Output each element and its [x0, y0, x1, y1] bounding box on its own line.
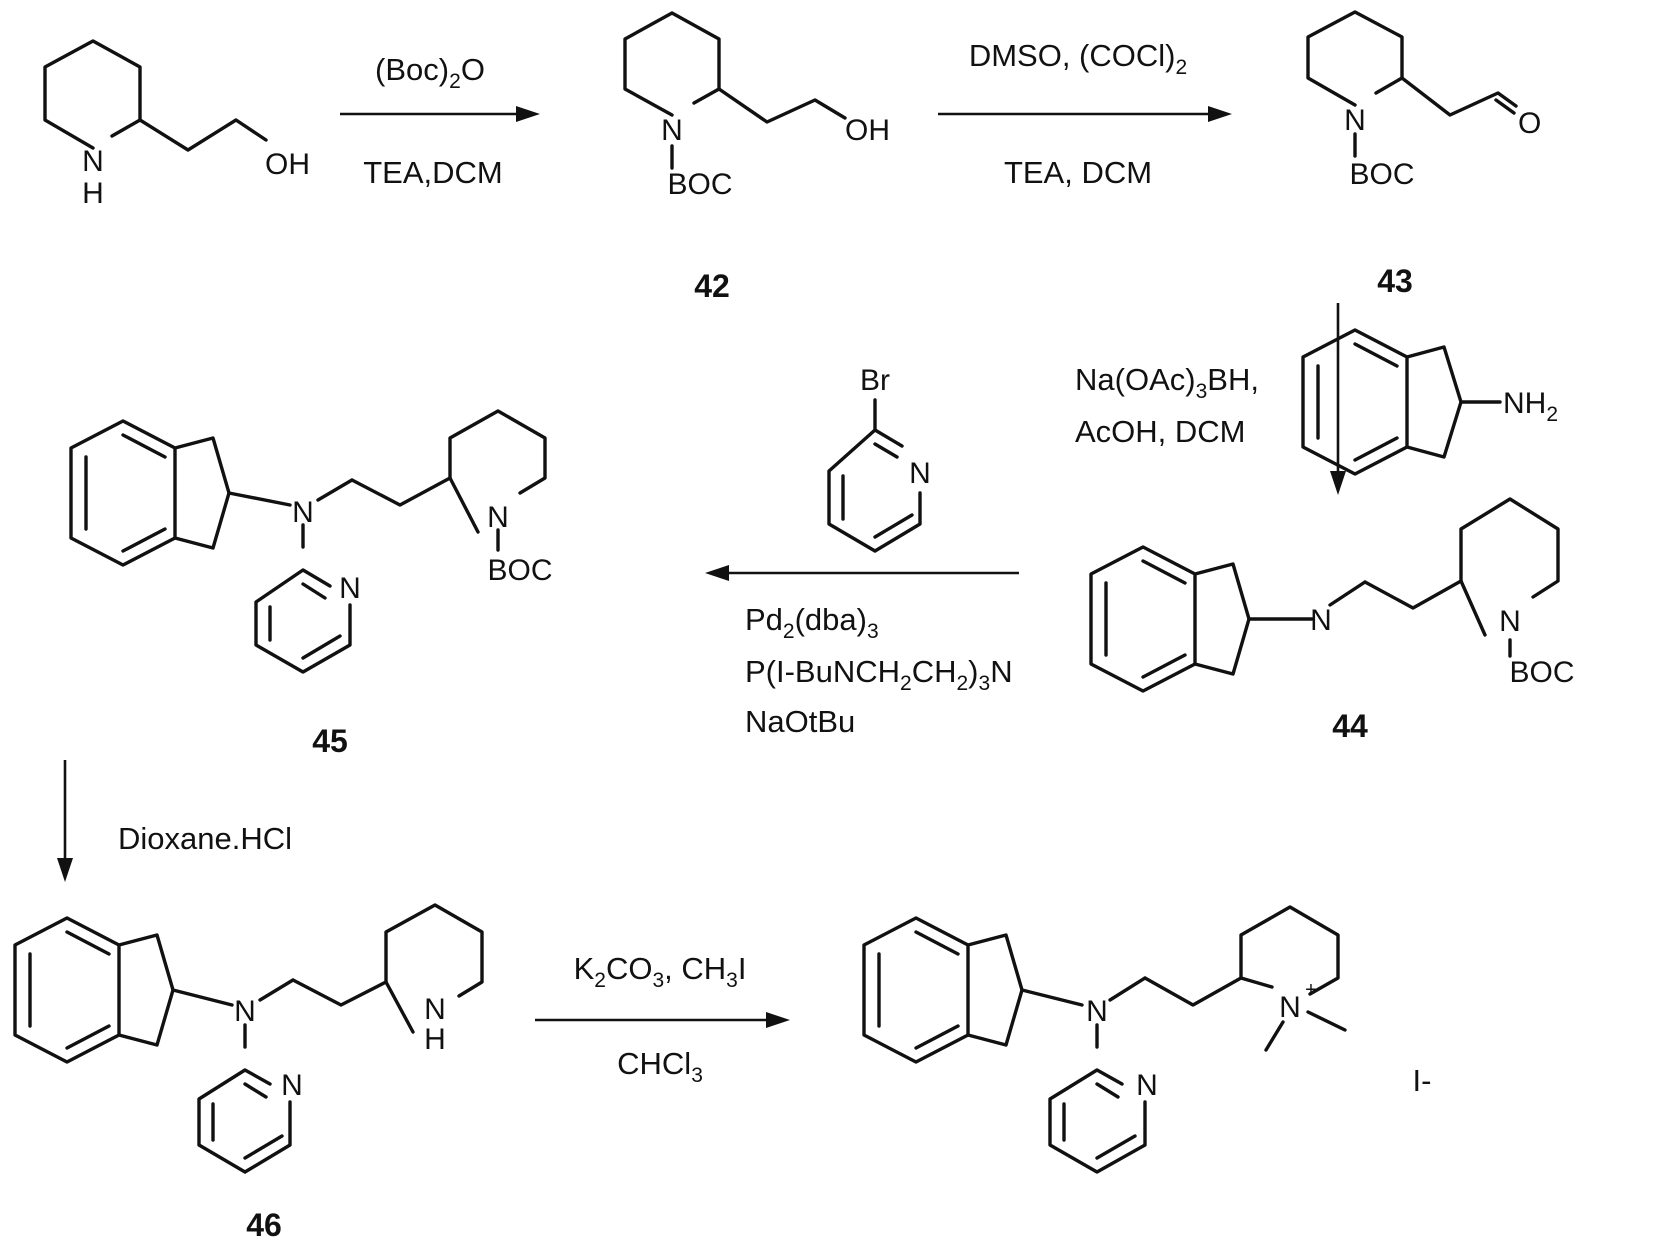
compound-43-boc: BOC — [1349, 158, 1414, 191]
step6-arrow — [535, 1012, 790, 1028]
compound-44-boc: BOC — [1509, 656, 1574, 689]
step5-arrow — [57, 760, 73, 882]
step1-conditions: TEA,DCM — [363, 155, 503, 190]
sm-ring-nitrogen: N — [82, 145, 104, 178]
final-product-structure: N N N + — [864, 907, 1345, 1172]
compound-45-ring-nitrogen: N — [487, 501, 509, 534]
step6-reagents: K2CO3, CH3I — [574, 951, 747, 992]
compound-45-amine-nitrogen: N — [292, 496, 314, 529]
bromopyridine-nitrogen: N — [909, 457, 931, 490]
step2-arrow — [938, 106, 1232, 122]
bromopyridine-bromine: Br — [860, 364, 890, 397]
step6-solvent: CHCl3 — [617, 1046, 703, 1087]
compound-43-nitrogen: N — [1344, 104, 1366, 137]
step1-reagent: (Boc)2O — [375, 52, 485, 93]
step2-reagent: DMSO, (COCl)2 — [969, 38, 1187, 79]
step4-base: NaOtBu — [745, 704, 855, 739]
compound-46-structure: N N N H — [15, 905, 482, 1172]
compound-46-amine-nitrogen: N — [234, 995, 256, 1028]
product-pyridine-nitrogen: N — [1136, 1069, 1158, 1102]
compound-44-amine-nitrogen: N — [1310, 604, 1332, 637]
starting-material-structure: N H OH — [45, 41, 310, 210]
compound-46-ring-hydrogen: H — [424, 1023, 446, 1056]
compound-42-nitrogen: N — [661, 114, 683, 147]
step3-reagent: Na(OAc)3BH, — [1075, 362, 1259, 403]
step2-conditions: TEA, DCM — [1004, 155, 1152, 190]
compound-46-ring-nitrogen: N — [424, 993, 446, 1026]
step4-arrow — [705, 565, 1019, 581]
step1-arrow — [340, 106, 540, 122]
compound-43-label: 43 — [1377, 263, 1413, 299]
step5-reagent: Dioxane.HCl — [118, 821, 292, 856]
sm-hydroxyl: OH — [265, 148, 310, 181]
compound-42-boc: BOC — [667, 168, 732, 201]
product-amine-nitrogen: N — [1086, 995, 1108, 1028]
compound-44-ring-nitrogen: N — [1499, 605, 1521, 638]
product-ammonium-nitrogen: N — [1279, 991, 1301, 1024]
sm-ring-hydrogen: H — [82, 177, 104, 210]
compound-45-label: 45 — [312, 723, 348, 759]
bromopyridine-reagent-structure: Br N — [829, 364, 931, 551]
product-positive-charge: + — [1305, 979, 1317, 1001]
compound-45-structure: N N N BOC — [71, 411, 553, 672]
compound-42-label: 42 — [694, 268, 730, 304]
aminoindane-amine: NH2 — [1503, 387, 1558, 426]
compound-43-structure: N O BOC — [1308, 12, 1541, 191]
compound-44-label: 44 — [1332, 708, 1368, 744]
step4-catalyst: Pd2(dba)3 — [745, 602, 879, 643]
compound-42-structure: N OH BOC — [625, 13, 890, 201]
compound-46-pyridine-nitrogen: N — [281, 1069, 303, 1102]
compound-46-label: 46 — [246, 1207, 282, 1240]
step3-conditions: AcOH, DCM — [1075, 414, 1246, 449]
compound-45-boc: BOC — [487, 554, 552, 587]
step4-ligand: P(I-BuNCH2CH2)3N — [745, 654, 1013, 695]
compound-43-carbonyl-oxygen: O — [1518, 107, 1541, 140]
iodide-counterion: I- — [1413, 1063, 1432, 1098]
compound-42-hydroxyl: OH — [845, 114, 890, 147]
compound-45-pyridine-nitrogen: N — [339, 572, 361, 605]
aminoindane-reagent-structure: NH2 — [1303, 330, 1558, 474]
compound-44-structure: N N BOC — [1091, 499, 1575, 691]
